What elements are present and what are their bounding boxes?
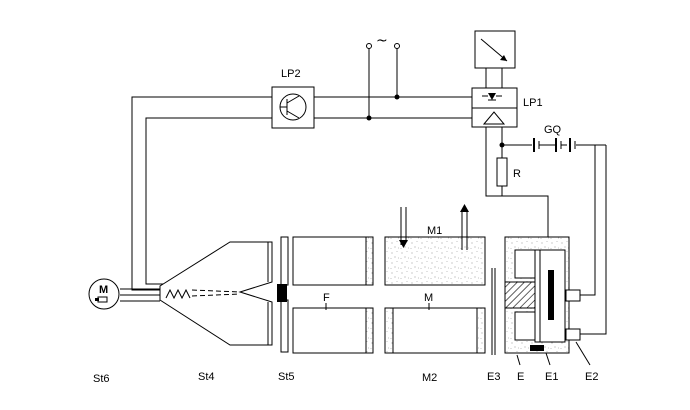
lp2-label: LP2 [281, 68, 301, 80]
meter [474, 30, 516, 69]
e-label: E [517, 371, 524, 383]
terminal-top [565, 289, 581, 302]
electrode-e3: E3 [487, 268, 500, 383]
heater-coil [165, 288, 191, 300]
hatched-block [504, 281, 536, 309]
ac-terminal [366, 43, 372, 49]
resistor-r: R [496, 157, 521, 187]
battery-gq: GQ [533, 124, 576, 152]
seal-st5: St5 [277, 236, 295, 383]
probe-st4: St4 [159, 241, 273, 383]
inflow-arrow-icon [399, 240, 408, 248]
section-f: F [292, 236, 374, 354]
m-label: M [424, 292, 433, 304]
st6-label: St6 [93, 373, 110, 385]
e3-label: E3 [487, 371, 500, 383]
seal-block [277, 284, 287, 302]
outflow-arrow-icon [460, 204, 469, 212]
m1-label: M1 [427, 225, 442, 237]
motor-icon [88, 278, 120, 310]
junction-dots [366, 94, 505, 148]
junction-dot [366, 115, 372, 121]
diode-icon [488, 93, 496, 100]
e1-electrode [548, 270, 554, 320]
motor-st6: M St6 [88, 278, 120, 385]
gq-label: GQ [544, 124, 562, 136]
ac-symbol: ~ [376, 33, 388, 49]
lp1-label: LP1 [523, 97, 543, 109]
lp1-converter: LP1 [471, 87, 543, 128]
section-m: M M1 M2 [384, 204, 486, 384]
ac-supply: ~ [366, 33, 400, 49]
st4-label: St4 [198, 371, 215, 383]
motor-letter: M [99, 284, 108, 296]
electrode-assembly: E E1 E2 [504, 236, 598, 383]
e2-label: E2 [585, 371, 598, 383]
f-label: F [323, 292, 330, 304]
terminal-bottom [565, 328, 581, 341]
m2-label: M2 [422, 372, 437, 384]
junction-dot [499, 142, 505, 148]
r-label: R [513, 168, 521, 180]
lp2-amplifier: LP2 [271, 68, 315, 129]
amplifier-icon [482, 111, 506, 125]
st5-label: St5 [278, 371, 295, 383]
m1-block [384, 236, 486, 286]
ac-terminal [394, 43, 400, 49]
junction-dot [394, 94, 400, 100]
e1-label: E1 [545, 371, 558, 383]
